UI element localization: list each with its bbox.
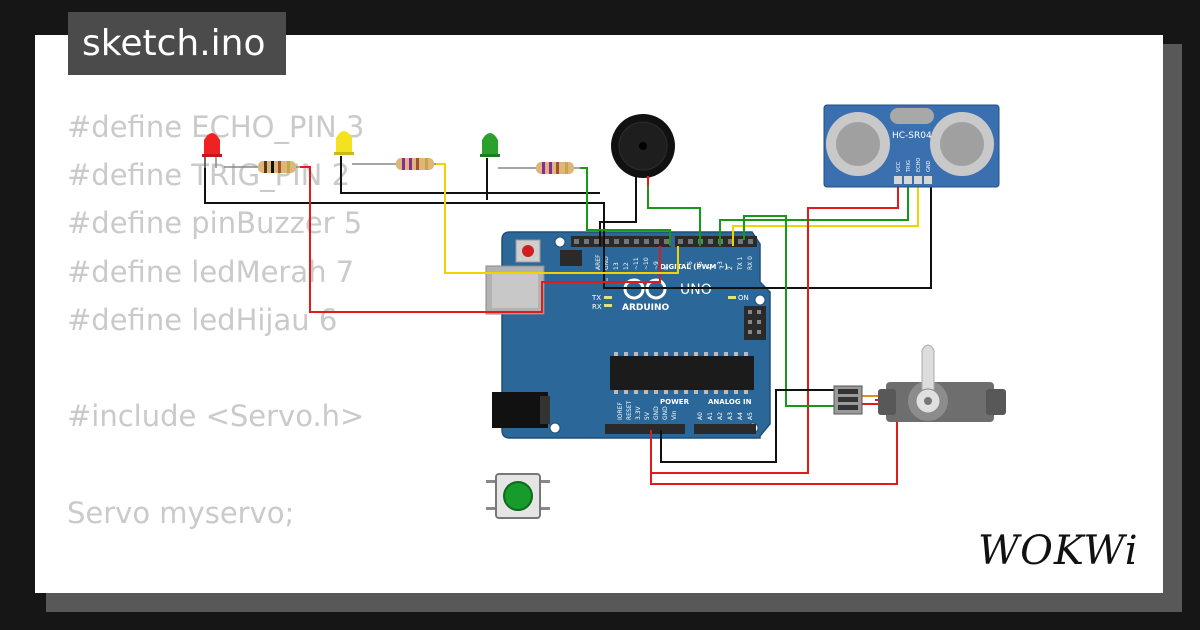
- push-button[interactable]: [486, 473, 550, 519]
- rx-led-label: RX: [592, 303, 602, 311]
- pin-label: ~11: [633, 257, 640, 270]
- on-led-label: ON: [738, 294, 749, 302]
- pin-label: ~5: [697, 261, 704, 270]
- pin-label: A1: [707, 412, 714, 420]
- pin-label: 5V: [644, 411, 651, 420]
- servo-horn-screw-icon: [924, 397, 932, 405]
- pin-label: RX 0: [747, 256, 754, 270]
- pin-label: 12: [623, 262, 630, 270]
- servo-motor[interactable]: [833, 344, 1006, 422]
- pin-label: ~9: [653, 261, 660, 270]
- code-line: #define ledHijau 6: [67, 302, 338, 337]
- wire-ground-bus: [204, 156, 932, 289]
- code-preview: #define ECHO_PIN 3#define TRIG_PIN 2#def…: [67, 103, 364, 593]
- tx-led-label: TX: [591, 294, 601, 302]
- pin-label: ECHO: [916, 158, 922, 172]
- board-model-label: UNO: [680, 282, 712, 298]
- digital-header-label: DIGITAL (PWM ~): [660, 263, 728, 271]
- pin-label: ~3: [717, 261, 724, 270]
- code-line: Servo myservo;: [67, 495, 295, 530]
- wire-red-led-signal: [300, 166, 661, 313]
- pin-label: AREF: [595, 254, 602, 270]
- code-line: #include <Servo.h>: [67, 399, 365, 434]
- led-yellow[interactable]: [334, 131, 354, 155]
- analog-header-label: ANALOG IN: [708, 398, 752, 406]
- wire-servo-ground: [660, 389, 834, 463]
- sensor-label: HC-SR04: [892, 131, 932, 141]
- pin-label: VCC: [896, 161, 902, 172]
- pin-label: 13: [613, 262, 620, 270]
- pin-label: A0: [697, 412, 704, 420]
- wire-yellow-led-signal: [435, 163, 679, 274]
- pin-label: A3: [727, 412, 734, 420]
- wire-buzzer-ground: [599, 185, 637, 246]
- pin-label: ~10: [643, 257, 650, 270]
- sensor-pin-labels: VCC TRIG ECHO GND: [896, 158, 932, 173]
- ultrasonic-sensor-hc-sr04[interactable]: HC-SR04 VCC TRIG ECHO GND: [823, 104, 1000, 188]
- pin-label: IOREF: [617, 402, 624, 420]
- pin-label: TRIG: [906, 160, 912, 173]
- pin-label: 7: [677, 266, 684, 270]
- wire-ground-yellow-led: [340, 156, 600, 194]
- pin-label: A2: [717, 412, 724, 420]
- wokwi-logo: WOKWi: [978, 528, 1139, 574]
- pin-label: Vin: [671, 410, 678, 420]
- resistor-3[interactable]: [498, 162, 580, 174]
- pin-label: A4: [737, 412, 744, 420]
- piezo-buzzer[interactable]: [611, 114, 675, 186]
- wire-echo: [732, 184, 919, 246]
- pin-label: GND: [603, 256, 610, 270]
- code-line: #define ledMerah 7: [67, 254, 355, 289]
- resistor-1[interactable]: [224, 161, 300, 173]
- pin-label: 2: [727, 266, 734, 270]
- pin-label: ~6: [687, 261, 694, 270]
- board-brand-label: ARDUINO: [622, 303, 670, 313]
- pin-label: RESET: [626, 400, 633, 420]
- push-button-cap[interactable]: [503, 481, 533, 511]
- wire-trig: [719, 184, 909, 246]
- wire-servo-signal: [743, 215, 834, 407]
- pin-label: TX 1: [737, 256, 744, 271]
- pin-label: 4: [707, 266, 714, 270]
- led-green[interactable]: [480, 133, 500, 157]
- code-line: int sensorPin = 0;: [67, 585, 364, 593]
- resistor-2[interactable]: [352, 158, 436, 170]
- led-red[interactable]: [202, 133, 222, 168]
- power-header-label: POWER: [660, 398, 690, 406]
- pin-label: 3.3V: [635, 405, 642, 420]
- pin-label: A5: [747, 412, 754, 420]
- file-title-tab: sketch.ino: [68, 12, 286, 75]
- arduino-uno-board[interactable]: UNO ARDUINO DIGITAL (PWM ~) POWER ANALOG…: [485, 231, 771, 439]
- pin-label: GND: [653, 406, 660, 420]
- wire-green-led-signal: [580, 167, 671, 246]
- pin-label: 8: [663, 266, 670, 270]
- code-line: #define TRIG_PIN 2: [67, 158, 351, 193]
- wire-buzzer-signal: [647, 185, 701, 246]
- pin-label: GND: [926, 160, 932, 172]
- pin-label: GND: [662, 406, 669, 420]
